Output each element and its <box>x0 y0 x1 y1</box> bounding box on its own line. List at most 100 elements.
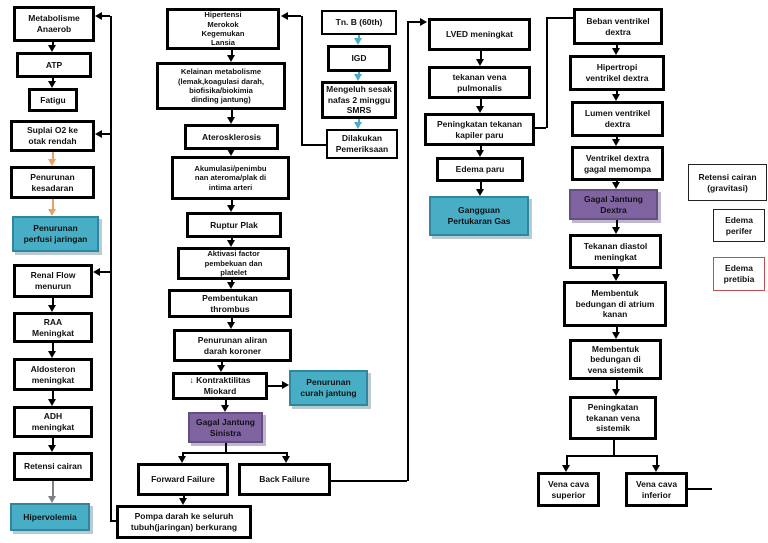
node-penurunan-aliran-koroner: Penurunan aliran darah koroner <box>173 329 292 362</box>
arrow-down-icon <box>48 159 56 166</box>
connector-line <box>616 269 618 275</box>
arrow-down-icon <box>562 465 570 472</box>
node-aldosteron: Aldosteron meningkat <box>13 358 93 391</box>
connector-line <box>566 455 568 465</box>
node-aterosklerosis: Aterosklerosis <box>184 124 279 150</box>
node-gagal-jantung-dextra: Gagal Jantung Dextra <box>569 189 658 220</box>
arrow-left-icon <box>95 12 102 20</box>
connector-line <box>407 22 409 481</box>
node-beban-ventrikel-dextra: Beban ventrikel dextra <box>573 8 663 45</box>
connector-line <box>101 133 110 135</box>
connector-line <box>268 385 282 387</box>
node-tekanan-vena-pulmonalis: tekanan vena pulmonalis <box>428 66 531 99</box>
connector-line <box>286 452 288 457</box>
arrow-down-icon <box>48 496 56 503</box>
connector-line <box>231 280 233 283</box>
kontraktilitas-label: Kontraktilitas Miokard <box>196 375 251 396</box>
node-bedungan-atrium-kanan: Membentuk bedungan di atrium kanan <box>563 281 667 327</box>
node-raa: RAA Meningkat <box>13 312 93 343</box>
node-retensi-cairan: Retensi cairan <box>13 452 93 481</box>
node-tekanan-kapiler-paru: Peningkatan tekanan kapiler paru <box>424 113 535 146</box>
arrow-down-icon <box>48 209 56 216</box>
arrow-down-icon <box>476 150 484 157</box>
node-vena-cava-superior: Vena cava superior <box>537 472 600 507</box>
node-gangguan-pertukaran-gas: Gangguan Pertukaran Gas <box>429 196 529 236</box>
arrow-down-icon <box>48 351 56 358</box>
connector-line <box>225 400 227 406</box>
connector-line <box>566 455 656 457</box>
connector-line <box>407 21 420 23</box>
connector-line <box>231 318 233 323</box>
connector-line <box>231 50 233 56</box>
connector-line <box>546 17 573 19</box>
node-hipertropi-ventrikel: Hipertropi ventrikel dextra <box>569 55 665 91</box>
node-vena-cava-inferior: Vena cava inferior <box>625 472 688 507</box>
connector-line <box>480 182 482 190</box>
connector-line <box>616 327 618 333</box>
connector-line <box>331 480 407 482</box>
connector-line <box>301 16 303 145</box>
node-metabolisme-anaerob: Metabolisme Anaerob <box>13 6 95 42</box>
arrow-down-icon <box>476 189 484 196</box>
connector-line <box>182 452 286 454</box>
arrow-down-icon <box>612 182 620 189</box>
arrow-down-icon <box>48 45 56 52</box>
connector-line <box>616 45 618 49</box>
arrow-down-icon <box>227 322 235 329</box>
connector-line <box>221 362 223 366</box>
node-tekanan-diastol: Tekanan diastol meningkat <box>569 234 662 269</box>
arrow-down-icon <box>612 94 620 101</box>
arrow-down-icon <box>227 282 235 289</box>
connector-line <box>616 91 618 95</box>
connector-line <box>480 51 482 60</box>
node-fatigu: Fatigu <box>28 88 78 112</box>
decrease-arrow-icon: ↓ <box>189 375 194 386</box>
connector-line <box>52 42 54 46</box>
arrow-left-icon <box>281 12 288 20</box>
arrow-down-icon <box>476 106 484 113</box>
connector-line <box>52 199 54 210</box>
node-pasien-tnb: Tn. B (60th) <box>321 10 397 35</box>
arrow-down-icon <box>612 389 620 396</box>
connector-line <box>616 380 618 390</box>
arrow-down-icon <box>227 55 235 62</box>
node-atp: ATP <box>16 52 92 78</box>
arrow-down-icon <box>227 117 235 124</box>
connector-line <box>358 72 360 75</box>
node-peningkatan-tekanan-vena: Peningkatan tekanan vena sistemik <box>569 396 657 440</box>
connector-line <box>358 119 360 123</box>
node-bedungan-vena-sistemik: Membentuk bedungan di vena sistemik <box>569 339 662 380</box>
arrow-down-icon <box>178 456 186 463</box>
node-kelainan-metabolisme: Kelainan metabolisme (lemak,koagulasi da… <box>156 62 286 110</box>
connector-line <box>52 343 54 352</box>
node-akumulasi-ateroma: Akumulasi/penimbu nan ateroma/plak di in… <box>171 156 290 200</box>
connector-line <box>101 15 110 17</box>
node-ruptur-plak: Ruptur Plak <box>186 212 282 238</box>
connector-line <box>480 99 482 107</box>
connector-line <box>301 144 326 146</box>
connector-line <box>231 238 233 241</box>
node-suplai-o2: Suplai O2 ke otak rendah <box>10 120 95 152</box>
arrow-down-icon <box>282 456 290 463</box>
connector-line <box>613 440 615 455</box>
arrow-down-icon <box>652 465 660 472</box>
connector-line <box>231 110 233 118</box>
arrow-down-icon <box>48 399 56 406</box>
node-igd: IGD <box>327 45 391 72</box>
connector-line <box>99 271 110 273</box>
connector-line <box>52 481 54 497</box>
connector-line <box>358 35 360 39</box>
connector-line <box>480 146 482 151</box>
node-ventrikel-gagal-memompa: Ventrikel dextra gagal memompa <box>571 146 664 181</box>
node-lved-meningkat: LVED meningkat <box>428 18 531 51</box>
node-penurunan-curah-jantung: Penurunan curah jantung <box>289 370 368 406</box>
node-back-failure: Back Failure <box>238 463 331 496</box>
arrow-down-icon <box>612 139 620 146</box>
node-dilakukan-pemeriksaan: Dilakukan Pemeriksaan <box>326 129 398 159</box>
arrow-down-icon <box>48 305 56 312</box>
arrow-down-icon <box>48 81 56 88</box>
connector-line <box>287 15 301 17</box>
node-penurunan-kesadaran: Penurunan kesadaran <box>10 166 95 199</box>
node-lumen-ventrikel: Lumen ventrikel dextra <box>571 101 664 137</box>
